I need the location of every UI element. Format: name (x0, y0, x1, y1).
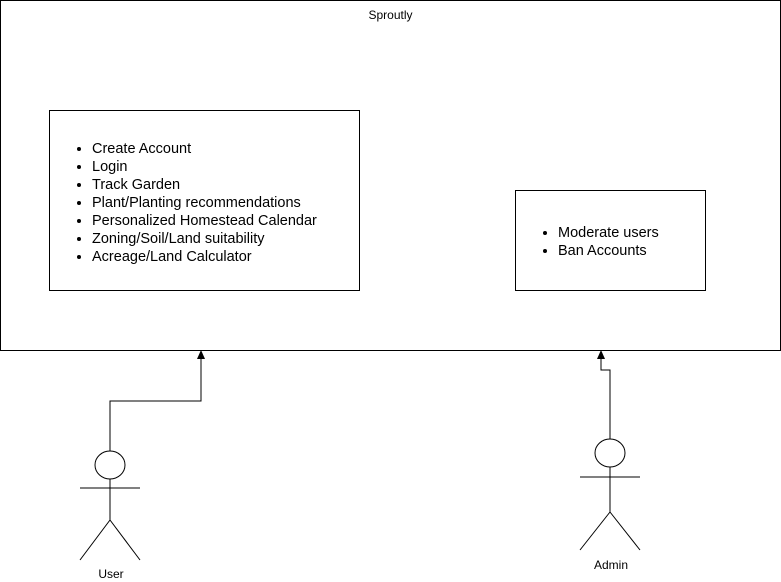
list-item: Zoning/Soil/Land suitability (74, 230, 317, 248)
admin-connector-arrowhead (597, 350, 605, 359)
list-item: Login (74, 158, 317, 176)
user-features-box: Create Account Login Track Garden Plant/… (49, 110, 360, 291)
admin-actor-label: Admin (593, 558, 628, 572)
bullet-icon (77, 255, 81, 259)
feature-label: Moderate users (558, 225, 659, 241)
admin-actor-icon (579, 438, 641, 551)
list-item: Moderate users (540, 224, 659, 242)
feature-label: Personalized Homestead Calendar (92, 213, 317, 229)
bullet-icon (543, 249, 547, 253)
admin-connector-line (600, 358, 611, 439)
list-item: Acreage/Land Calculator (74, 248, 317, 266)
user-actor-icon (79, 450, 141, 561)
bullet-icon (77, 183, 81, 187)
list-item: Plant/Planting recommendations (74, 194, 317, 212)
user-connector-arrowhead (197, 350, 205, 359)
list-item: Personalized Homestead Calendar (74, 212, 317, 230)
feature-label: Login (92, 159, 128, 175)
feature-label: Zoning/Soil/Land suitability (92, 231, 265, 247)
feature-label: Plant/Planting recommendations (92, 195, 301, 211)
bullet-icon (77, 219, 81, 223)
bullet-icon (543, 231, 547, 235)
user-actor-label: User (98, 567, 124, 581)
user-features-list: Create Account Login Track Garden Plant/… (74, 140, 317, 266)
feature-label: Track Garden (92, 177, 181, 193)
list-item: Track Garden (74, 176, 317, 194)
list-item: Create Account (74, 140, 317, 158)
bullet-icon (77, 147, 81, 151)
feature-label: Create Account (92, 141, 192, 157)
user-connector-line (109, 358, 202, 451)
admin-features-box: Moderate users Ban Accounts (515, 190, 706, 291)
bullet-icon (77, 165, 81, 169)
system-title: Sproutly (368, 8, 413, 22)
bullet-icon (77, 201, 81, 205)
bullet-icon (77, 237, 81, 241)
feature-label: Acreage/Land Calculator (92, 249, 252, 265)
list-item: Ban Accounts (540, 242, 659, 260)
feature-label: Ban Accounts (558, 243, 647, 259)
admin-features-list: Moderate users Ban Accounts (540, 224, 659, 260)
